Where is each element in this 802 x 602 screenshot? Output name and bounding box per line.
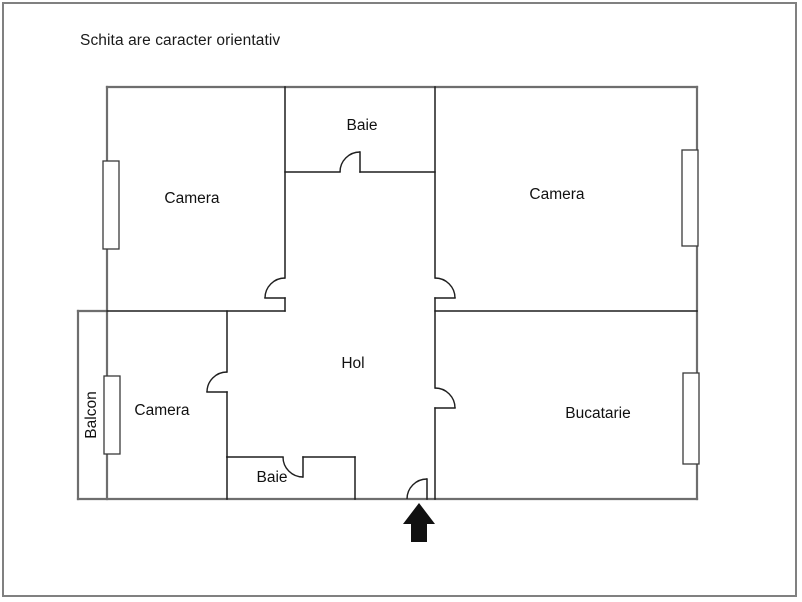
door-arc-baie-bottom [282, 456, 304, 478]
door-arc-camera-tr [434, 277, 456, 299]
door-camera-top-right [434, 277, 456, 299]
room-label-baie-top: Baie [346, 117, 377, 134]
door-baie-bottom [282, 456, 304, 478]
room-label-camera-bottom-left: Camera [134, 402, 190, 419]
room-label-hol: Hol [341, 355, 364, 372]
door-camera-top-left [264, 277, 286, 299]
door-entrance [406, 478, 428, 500]
room-label-camera-top-right: Camera [529, 186, 585, 203]
door-baie-top [339, 151, 361, 173]
door-arc-entrance [406, 478, 428, 500]
door-camera-bottom-left [206, 371, 228, 393]
outer-frame-border [2, 2, 797, 597]
door-arc-camera-tl [264, 277, 286, 299]
room-label-baie-bottom: Baie [256, 469, 287, 486]
room-labels: Camera Baie Camera Hol Camera Baie Bucat… [83, 117, 631, 486]
window-balcon [103, 375, 121, 455]
window-bucatarie [682, 372, 700, 465]
door-arc-bucatarie [434, 387, 456, 409]
exterior-walls [76, 85, 699, 501]
door-arc-camera-bl [206, 371, 228, 393]
page-title: Schita are caracter orientativ [80, 32, 281, 49]
windows [102, 149, 700, 465]
entrance-arrow-shape [403, 503, 435, 542]
room-label-bucatarie: Bucatarie [565, 405, 630, 422]
entrance-arrow [403, 503, 435, 542]
door-bucatarie [434, 387, 456, 409]
door-arc-baie-top [339, 151, 361, 173]
interior-walls [106, 86, 698, 500]
door-swings [206, 151, 456, 500]
window-camera-top-left [102, 160, 120, 250]
room-label-balcon: Balcon [83, 391, 100, 438]
room-label-camera-top-left: Camera [164, 190, 220, 207]
window-camera-top-right [681, 149, 699, 247]
